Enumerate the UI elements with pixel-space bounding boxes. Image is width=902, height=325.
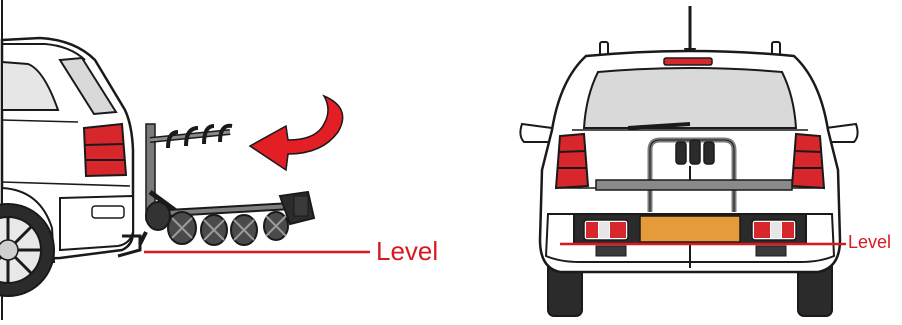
side-level-label: Level <box>376 236 438 266</box>
rear-view-car <box>520 6 857 316</box>
number-plate <box>640 216 740 242</box>
rear-level-label: Level <box>848 232 891 252</box>
rear-right-tail-light <box>792 134 824 188</box>
curved-arrow-icon <box>250 96 343 170</box>
board-right-lamp <box>752 220 796 240</box>
side-view-car <box>0 0 140 320</box>
side-tail-light <box>84 124 126 176</box>
board-left-lamp <box>584 220 628 240</box>
rear-left-tail-light <box>556 134 588 188</box>
